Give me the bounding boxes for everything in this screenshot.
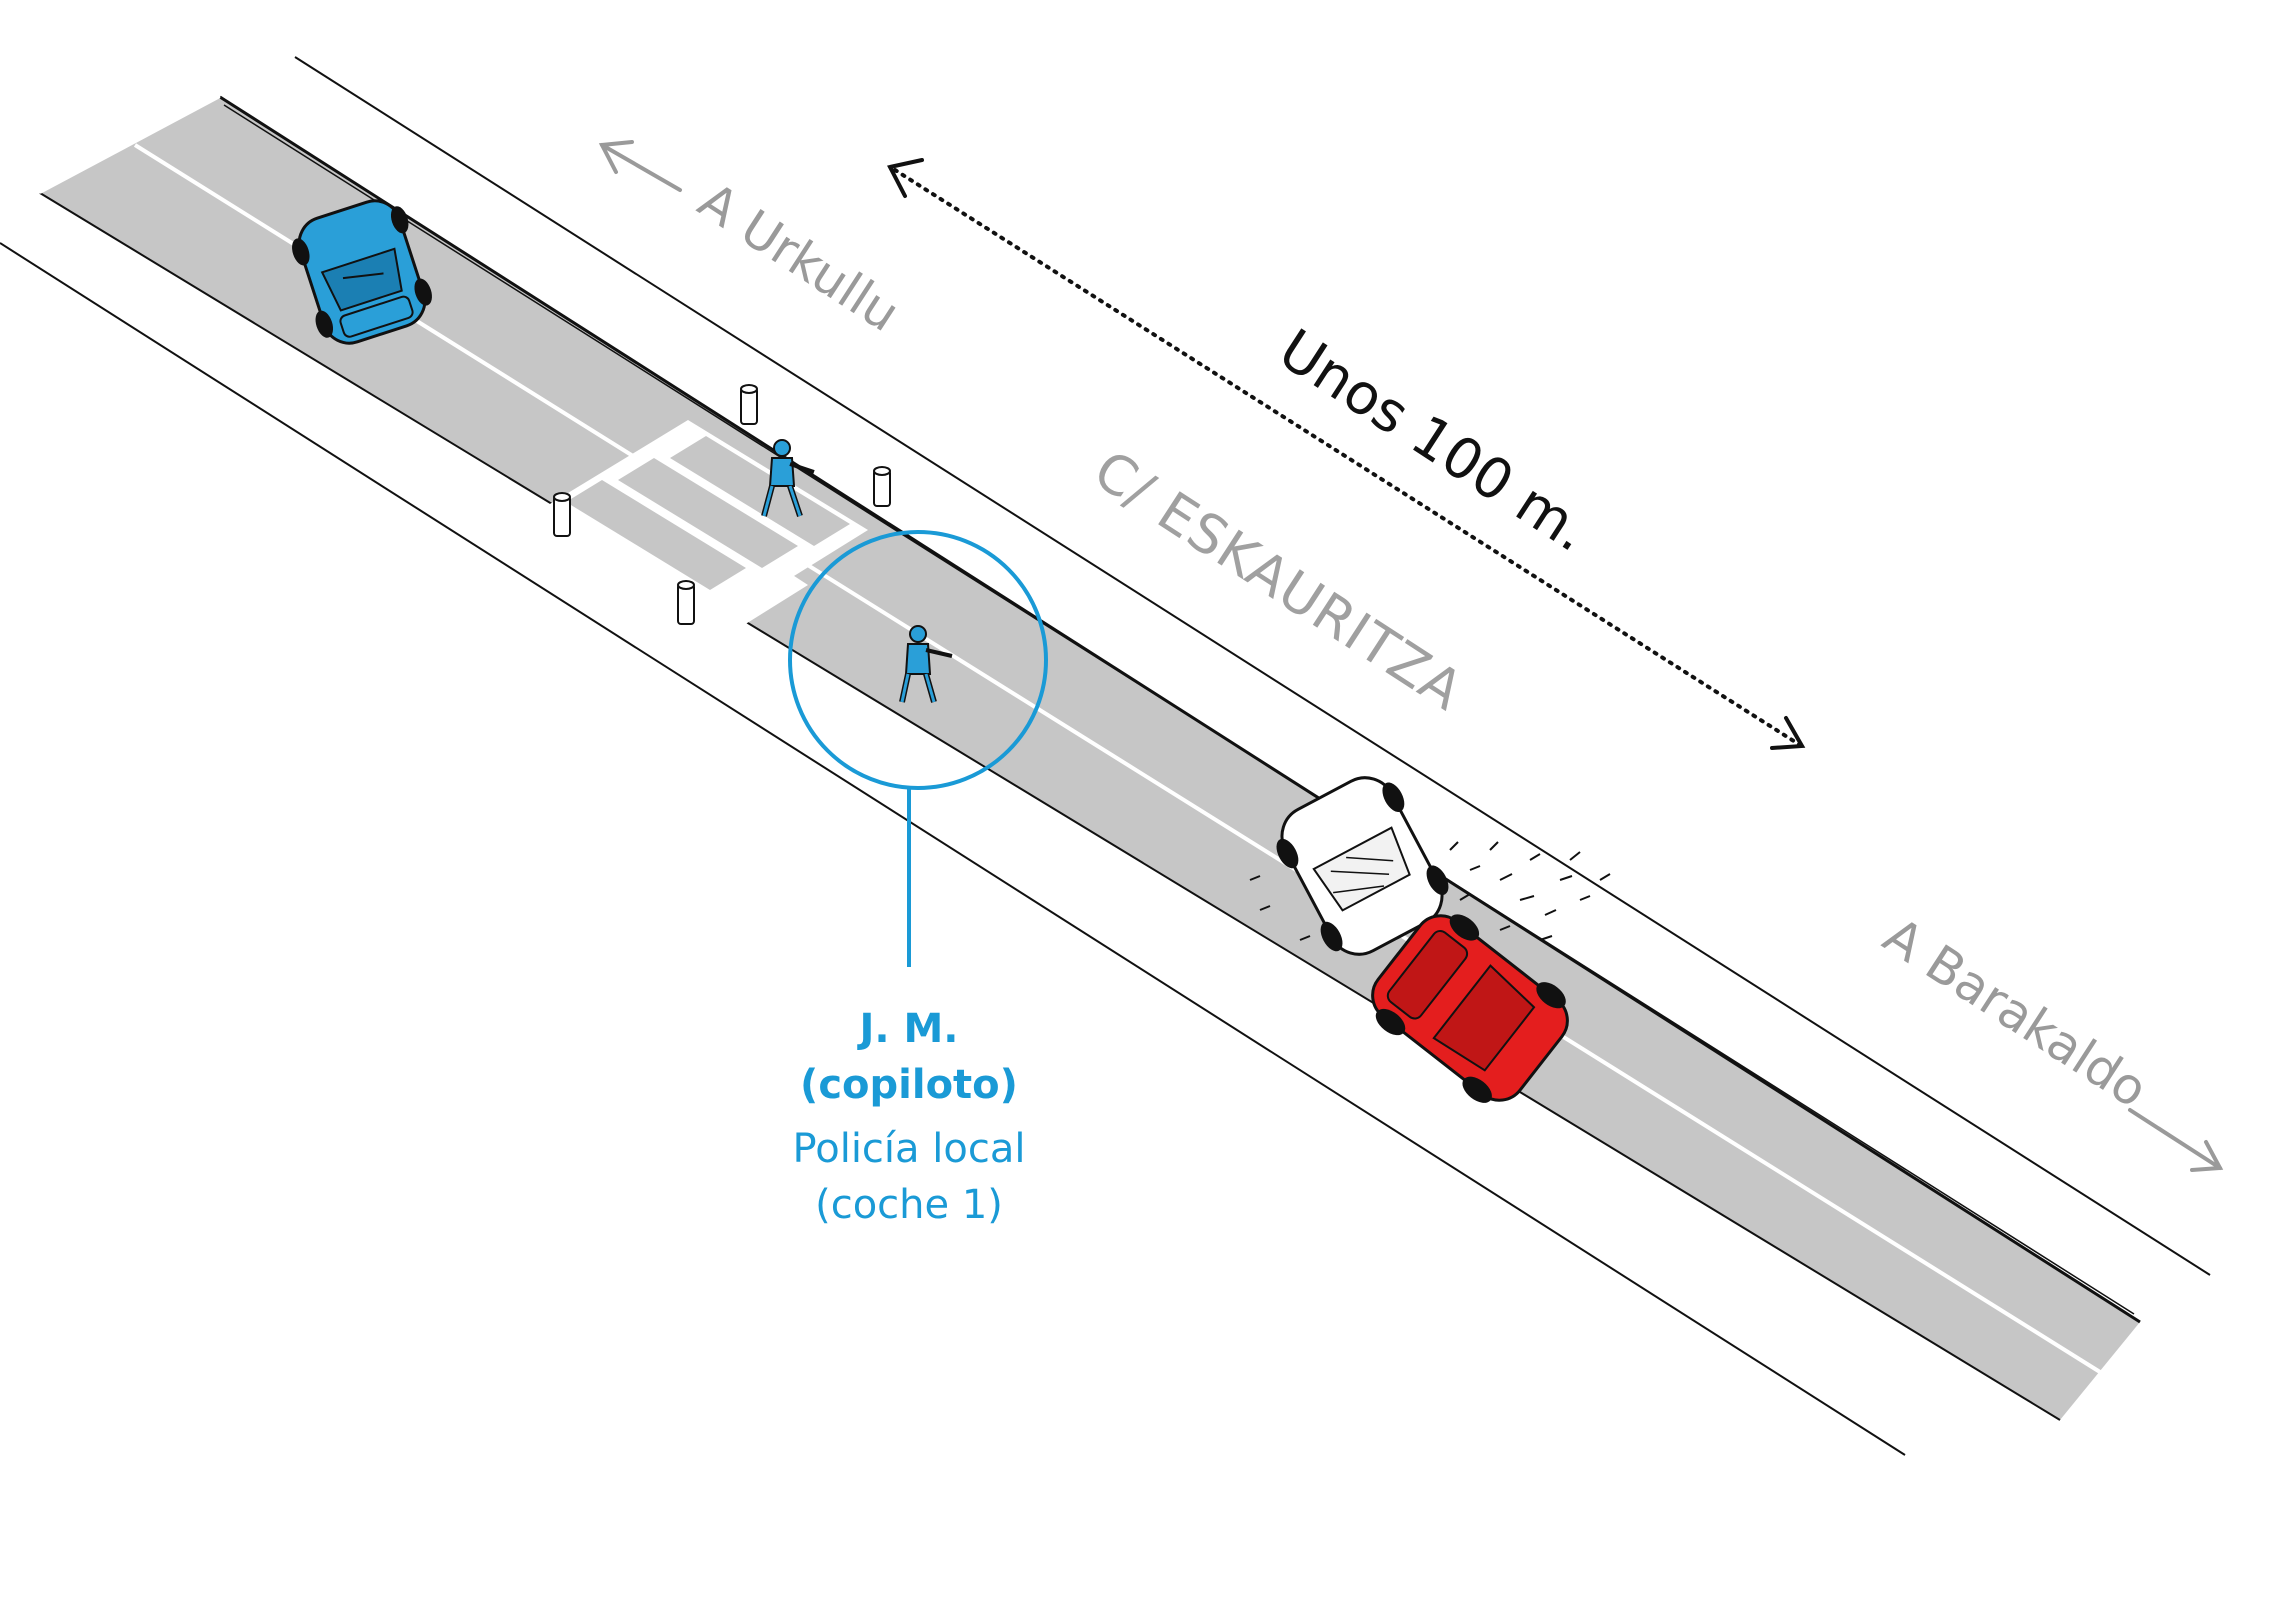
road-edge-bottom xyxy=(39,192,2061,1421)
distance-label: Unos 100 m. xyxy=(1267,317,1600,565)
red-car-icon xyxy=(1371,914,1569,1103)
bollard-icon xyxy=(740,384,758,425)
street-name: C/ ESKAURITZA xyxy=(1083,438,1474,723)
callout-circle xyxy=(788,530,1048,790)
police-car-icon xyxy=(292,199,432,345)
armed-officer-icon xyxy=(899,625,953,703)
curb-line-bottom xyxy=(0,242,1906,1456)
curb-line-top xyxy=(294,56,2211,1276)
crosswalk xyxy=(540,420,868,622)
distance-arrow xyxy=(887,158,1806,750)
road-end-left xyxy=(39,96,221,194)
road-surface xyxy=(40,97,2140,1420)
arrow-icon xyxy=(2128,1108,2224,1172)
bollard-icon xyxy=(873,466,891,507)
center-line xyxy=(133,143,2102,1374)
callout-role: Policía local xyxy=(793,1126,1026,1172)
road-edge-top-inner xyxy=(223,104,2135,1315)
crosswalk-lower-band xyxy=(700,572,808,640)
callout-name: J. M. xyxy=(856,1006,958,1052)
arrow-icon xyxy=(598,140,682,192)
bollard-icon xyxy=(677,580,695,625)
crashed-car-icon xyxy=(1276,776,1449,956)
armed-officer-icon xyxy=(761,439,815,517)
callout-unit: (coche 1) xyxy=(815,1182,1003,1228)
direction-label-left: A Urkullu xyxy=(688,171,909,343)
callout-role-tag: (copiloto) xyxy=(800,1062,1018,1108)
bollard-icon xyxy=(553,492,571,537)
